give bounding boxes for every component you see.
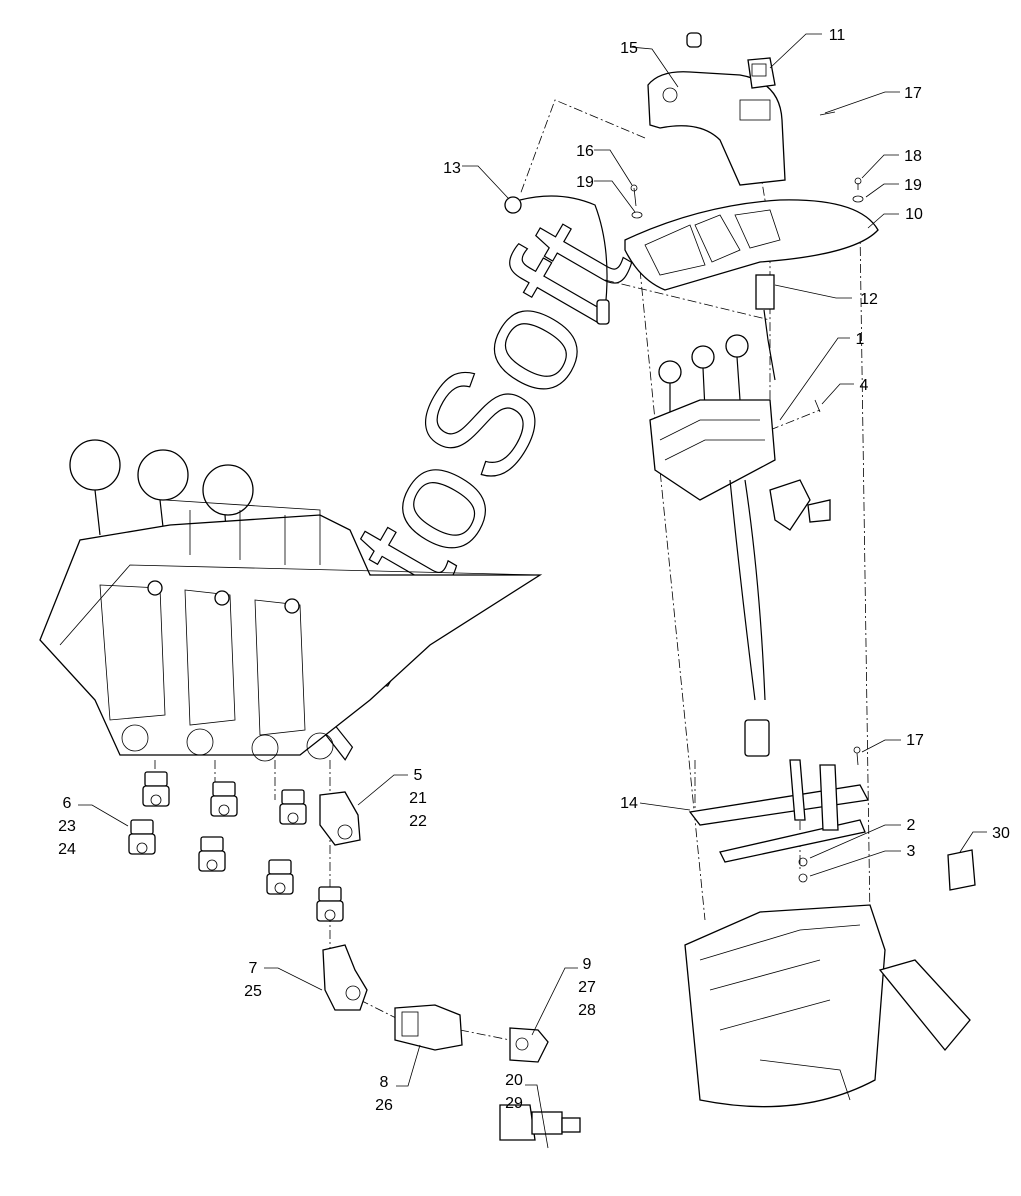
bracket (688, 759, 870, 883)
callout-13: 13 (443, 160, 461, 177)
callout-19a: 19 (576, 174, 594, 191)
callout-10: 10 (905, 206, 923, 223)
callout-19b: 19 (904, 177, 922, 194)
mounting-plate (624, 199, 879, 291)
joystick-valve-small (649, 334, 831, 757)
callout-4: 4 (860, 377, 869, 394)
callout-3: 3 (907, 843, 916, 860)
cable (504, 195, 610, 325)
callout-11: 11 (829, 27, 846, 44)
fitting (316, 886, 344, 922)
callout-1: 1 (856, 331, 865, 348)
callout-17a: 17 (904, 85, 922, 102)
elbow-fitting-7 (322, 944, 368, 1011)
lever-cover (647, 32, 786, 186)
callout-17b: 17 (906, 732, 924, 749)
leader-lines (78, 33, 987, 1149)
callout-2: 2 (907, 817, 916, 834)
callout-15: 15 (620, 40, 638, 57)
console-base (684, 904, 971, 1108)
fitting (128, 819, 156, 855)
switch (747, 57, 776, 89)
fasteners (630, 111, 864, 766)
fittings (128, 771, 581, 1141)
fitting (142, 771, 170, 807)
fitting (279, 789, 307, 825)
callout-12: 12 (860, 291, 878, 308)
fitting (266, 859, 294, 895)
callout-30: 30 (992, 825, 1010, 842)
callout-18: 18 (904, 148, 922, 165)
callout-16: 16 (576, 143, 594, 160)
adapter-9 (509, 1027, 549, 1063)
elbow-fitting-5 (319, 791, 361, 846)
joystick-valve-large (39, 439, 543, 762)
harness-connector (755, 274, 776, 381)
coupler-20 (499, 1104, 581, 1141)
fitting (210, 781, 238, 817)
fitting (198, 836, 226, 872)
tee-fitting-8 (394, 1004, 463, 1051)
callout-14: 14 (620, 795, 638, 812)
label-sticker (947, 849, 976, 891)
